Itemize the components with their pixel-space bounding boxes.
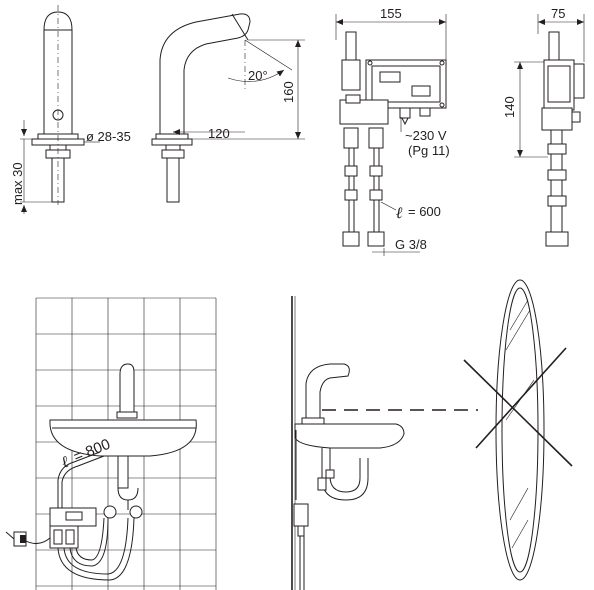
voltage-label: ~230 V bbox=[405, 128, 447, 143]
control-box-front-view bbox=[335, 14, 447, 256]
cable-gland-label: (Pg 11) bbox=[408, 143, 450, 158]
thread-label: G 3/8 bbox=[395, 237, 427, 252]
installation-side-view bbox=[291, 296, 478, 590]
cable-length-symbol: ℓ bbox=[57, 452, 71, 473]
max-height-label: max 30 bbox=[10, 162, 25, 205]
spout-reach-label: 120 bbox=[208, 126, 230, 141]
sensor-angle-label: 20° bbox=[248, 68, 268, 83]
faucet-front-view bbox=[20, 5, 100, 214]
spout-height-label: 160 bbox=[281, 81, 296, 103]
box-width-label: 155 bbox=[380, 6, 402, 21]
hose-length-symbol: ℓ bbox=[395, 203, 403, 222]
box-height-label: 140 bbox=[502, 96, 517, 118]
hole-diameter-label: ø 28-35 bbox=[86, 129, 131, 144]
faucet-side-view bbox=[151, 13, 305, 203]
control-box-side-view bbox=[514, 14, 585, 247]
hose-length-label: = 600 bbox=[408, 204, 441, 219]
installation-front-view bbox=[5, 297, 217, 590]
box-depth-label: 75 bbox=[551, 6, 565, 21]
mirror-crossed bbox=[463, 279, 573, 581]
